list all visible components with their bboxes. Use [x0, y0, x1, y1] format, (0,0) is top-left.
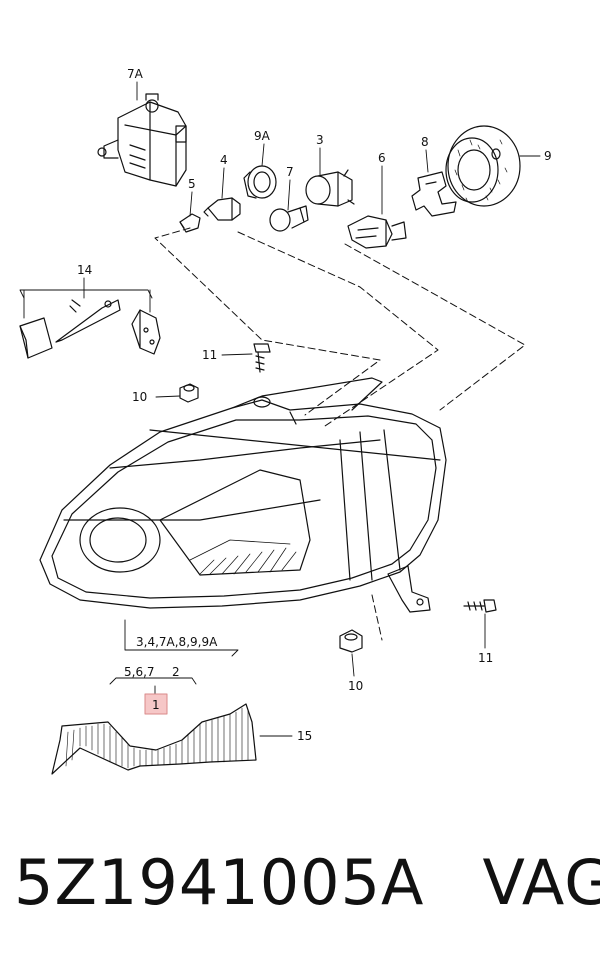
bolt-11-top[interactable] [253, 343, 271, 373]
label-9: 9 [544, 149, 552, 163]
label-8: 8 [421, 135, 429, 149]
label-3: 3 [316, 133, 324, 147]
cap-9[interactable] [445, 125, 521, 207]
headlight-housing[interactable] [39, 377, 447, 613]
label-7a: 7A [127, 67, 144, 81]
bulb-holder-3[interactable] [305, 169, 355, 207]
bracket-set-14[interactable] [19, 299, 161, 359]
label-4: 4 [220, 153, 228, 167]
highlight-box-1 [144, 693, 168, 715]
label-group-sub: 5,6,7 [124, 665, 155, 679]
label-11-bottom: 11 [478, 651, 493, 665]
label-6: 6 [378, 151, 386, 165]
brand-name: VAG [482, 846, 600, 919]
bolt-11-bottom[interactable] [463, 599, 497, 613]
bulb-7[interactable] [269, 205, 309, 232]
bulb-5[interactable] [179, 213, 201, 233]
bulb-holder-9a[interactable] [243, 165, 277, 199]
clip-bracket-8[interactable] [411, 171, 457, 217]
label-14: 14 [77, 263, 92, 277]
callout-labels: 7A 9A 3 8 9 4 6 5 7 14 11 10 3,4,7A,8,9,… [77, 67, 552, 743]
footer-caption: 5Z1941005A VAG [14, 846, 600, 919]
actuator-7a[interactable] [97, 93, 187, 187]
label-9a: 9A [254, 129, 271, 143]
assembly-dashed-lines [154, 227, 526, 641]
label-1: 1 [152, 698, 160, 712]
bulb-holder-4[interactable] [203, 197, 241, 221]
label-10-top: 10 [132, 390, 147, 404]
trim-strip-15[interactable] [51, 703, 257, 775]
label-group-main: 3,4,7A,8,9,9A [136, 635, 218, 649]
part-number: 5Z1941005A [14, 846, 425, 919]
nut-10-top[interactable] [179, 383, 199, 403]
nut-10-bottom[interactable] [339, 629, 363, 653]
label-11-top: 11 [202, 348, 217, 362]
bulb-6[interactable] [347, 215, 407, 249]
label-10-bottom: 10 [348, 679, 363, 693]
label-7: 7 [286, 165, 294, 179]
label-15: 15 [297, 729, 312, 743]
label-5: 5 [188, 177, 196, 191]
label-2: 2 [172, 665, 180, 679]
leader-lines [19, 81, 541, 737]
